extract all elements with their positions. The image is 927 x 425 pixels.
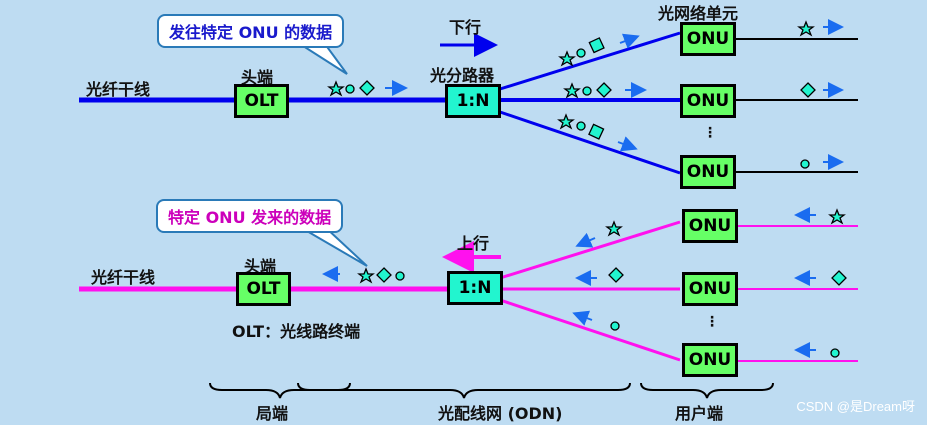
downstream-onu-1: ONU — [680, 22, 736, 56]
downstream-callout: 发往特定 ONU 的数据 — [157, 14, 345, 48]
splitter-label: 光分路器 — [430, 66, 495, 85]
upstream-ellipsis: ⋮ — [705, 314, 719, 330]
downstream-headend-label: 头端 — [241, 68, 274, 87]
downstream-splitter: 1:N — [445, 84, 501, 118]
onu-group-label: 光网络单元 — [658, 4, 739, 23]
downstream-olt: OLT — [234, 84, 289, 118]
downstream-trunk-label: 光纤干线 — [86, 80, 151, 99]
downstream-onu-3: ONU — [680, 155, 736, 189]
upstream-trunk-label: 光纤干线 — [91, 268, 156, 287]
upstream-direction-label: 上行 — [457, 234, 490, 253]
upstream-headend-label: 头端 — [244, 257, 277, 276]
upstream-splitter: 1:N — [447, 271, 503, 305]
upstream-onu-3: ONU — [682, 343, 738, 377]
olt-caption: OLT：光线路终端 — [232, 322, 361, 341]
downstream-ellipsis: ⋮ — [703, 125, 717, 141]
downstream-direction-label: 下行 — [449, 18, 482, 37]
upstream-onu-2: ONU — [682, 272, 738, 306]
section-odn: 光配线网 (ODN) — [438, 404, 563, 423]
upstream-olt: OLT — [236, 272, 291, 306]
downstream-onu-2: ONU — [680, 84, 736, 118]
section-central-office: 局端 — [256, 404, 289, 423]
watermark: CSDN @是Dream呀 — [796, 399, 915, 414]
section-user-side: 用户端 — [675, 404, 724, 423]
upstream-callout: 特定 ONU 发来的数据 — [156, 199, 344, 233]
upstream-onu-1: ONU — [682, 209, 738, 243]
